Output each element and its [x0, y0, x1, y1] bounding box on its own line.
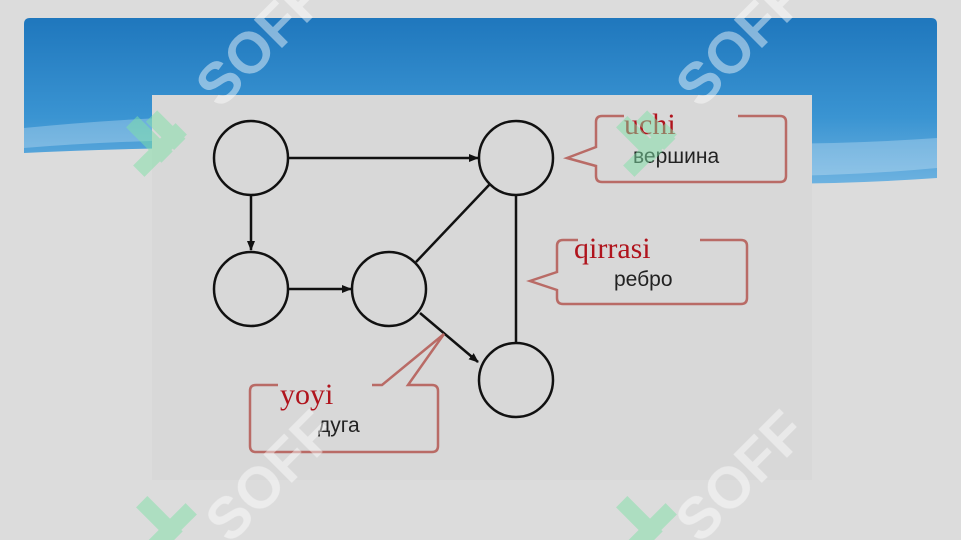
callout-qirrasi-title: qirrasi — [574, 232, 651, 265]
vertex-middle — [350, 250, 428, 328]
callout-uchi-subtitle: вершина — [633, 145, 719, 168]
callout-qirrasi-subtitle: ребро — [614, 268, 673, 291]
arc-diagonal-down — [419, 312, 479, 363]
callout-yoyi-subtitle: дуга — [318, 414, 360, 437]
callout-yoyi: yoyi дуга — [248, 333, 446, 454]
callout-qirrasi: qirrasi ребро — [526, 232, 749, 306]
callout-yoyi-title: yoyi — [280, 378, 333, 411]
diagram-figure — [152, 95, 812, 480]
callout-uchi-title: uchi — [624, 108, 676, 141]
vertex-middle-left — [212, 250, 290, 328]
vertex-top-right — [477, 119, 555, 197]
vertex-bottom-right — [477, 341, 555, 419]
edge-diagonal — [415, 183, 491, 263]
callout-uchi: uchi вершина — [562, 108, 788, 184]
vertex-top-left — [212, 119, 290, 197]
